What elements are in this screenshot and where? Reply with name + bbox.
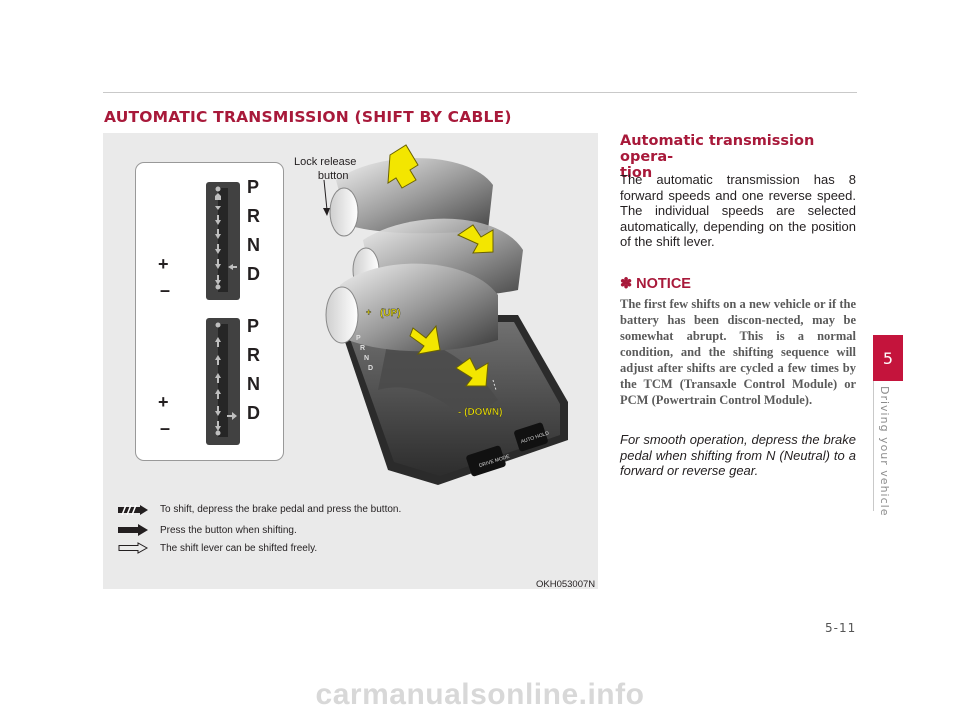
legend-text: Press the button when shifting. xyxy=(160,524,297,536)
lock-release-callout: Lock release button xyxy=(294,155,356,183)
figure-code: OKH053007N xyxy=(536,579,596,590)
up-arrow-icon xyxy=(387,144,419,189)
lock-release-button xyxy=(329,187,359,237)
shift-boot xyxy=(378,337,498,420)
gear-label-n: N xyxy=(247,374,260,394)
down-label: - (DOWN) xyxy=(458,407,502,418)
chapter-tab: 5 xyxy=(873,335,903,381)
legend-text: The shift lever can be shifted freely. xyxy=(160,542,318,554)
solid-arrow-icon xyxy=(118,524,148,536)
minus-label: – xyxy=(160,280,171,300)
watermark: carmanualsonline.info xyxy=(315,678,645,711)
shift-gate-upper xyxy=(206,182,240,300)
legend-text: To shift, depress the brake pedal and pr… xyxy=(160,504,402,515)
legend-item-hatched: To shift, depress the brake pedal and pr… xyxy=(118,504,401,515)
subsection-title-line-1: Automatic transmission opera- xyxy=(620,133,815,165)
svg-text:N: N xyxy=(364,355,369,362)
svg-text:R: R xyxy=(360,345,365,352)
top-divider xyxy=(103,92,857,93)
gear-label-p: P xyxy=(247,316,260,336)
up-label: (UP) xyxy=(380,308,401,319)
gear-label-d: D xyxy=(247,264,260,284)
body-paragraph: The automatic transmission has 8 forward… xyxy=(620,172,856,249)
hatched-arrow-icon xyxy=(118,504,148,515)
legend-item-outline: The shift lever can be shifted freely. xyxy=(118,542,317,554)
svg-text:P: P xyxy=(356,335,361,342)
callout-line-2: button xyxy=(317,170,349,182)
drive-mode-button xyxy=(466,445,506,477)
gear-label-n: N xyxy=(247,235,260,255)
down-arrow-icon xyxy=(455,357,489,387)
gear-label-r: R xyxy=(247,206,260,226)
minus-label: – xyxy=(160,418,171,438)
section-title: AUTOMATIC TRANSMISSION (SHIFT BY CABLE) xyxy=(104,108,512,126)
gear-label-d: D xyxy=(247,403,260,423)
shift-gate-lower xyxy=(206,318,240,445)
outline-arrow-icon xyxy=(118,542,148,554)
up-sign-label: + xyxy=(366,307,371,317)
tip-paragraph: For smooth operation, depress the brake … xyxy=(620,432,856,478)
page-number: 5-11 xyxy=(825,621,857,635)
plus-label: + xyxy=(158,254,169,274)
plus-label: + xyxy=(158,392,169,412)
chapter-label: Driving your vehicle xyxy=(878,386,891,517)
gate-arrows-icon xyxy=(215,186,237,290)
gear-label-p: P xyxy=(247,177,260,197)
gate-arrows-icon xyxy=(215,322,237,436)
subsection-title-line-2: tion xyxy=(620,165,653,181)
shift-knob-upper xyxy=(336,158,493,234)
chapter-tab-line xyxy=(873,381,874,511)
callout-line-1: Lock release xyxy=(294,156,357,168)
up-arrow-icon xyxy=(409,324,441,355)
subsection-title: Automatic transmission opera- tion xyxy=(620,133,856,181)
notice-title: ✽ NOTICE xyxy=(620,276,691,292)
callout-pointer xyxy=(323,180,330,216)
legend-item-solid: Press the button when shifting. xyxy=(118,524,297,536)
gear-shifter-illustration: DRIVE MODE AUTO HOLD P R N D + (UP) - (D… xyxy=(325,144,568,485)
auto-hold-button xyxy=(514,422,548,452)
shift-knob-lower xyxy=(340,263,498,352)
svg-text:D: D xyxy=(368,365,373,372)
gear-label-r: R xyxy=(247,345,260,365)
down-arrow-icon xyxy=(456,224,494,254)
notice-paragraph: The first few shifts on a new vehicle or… xyxy=(620,297,856,407)
